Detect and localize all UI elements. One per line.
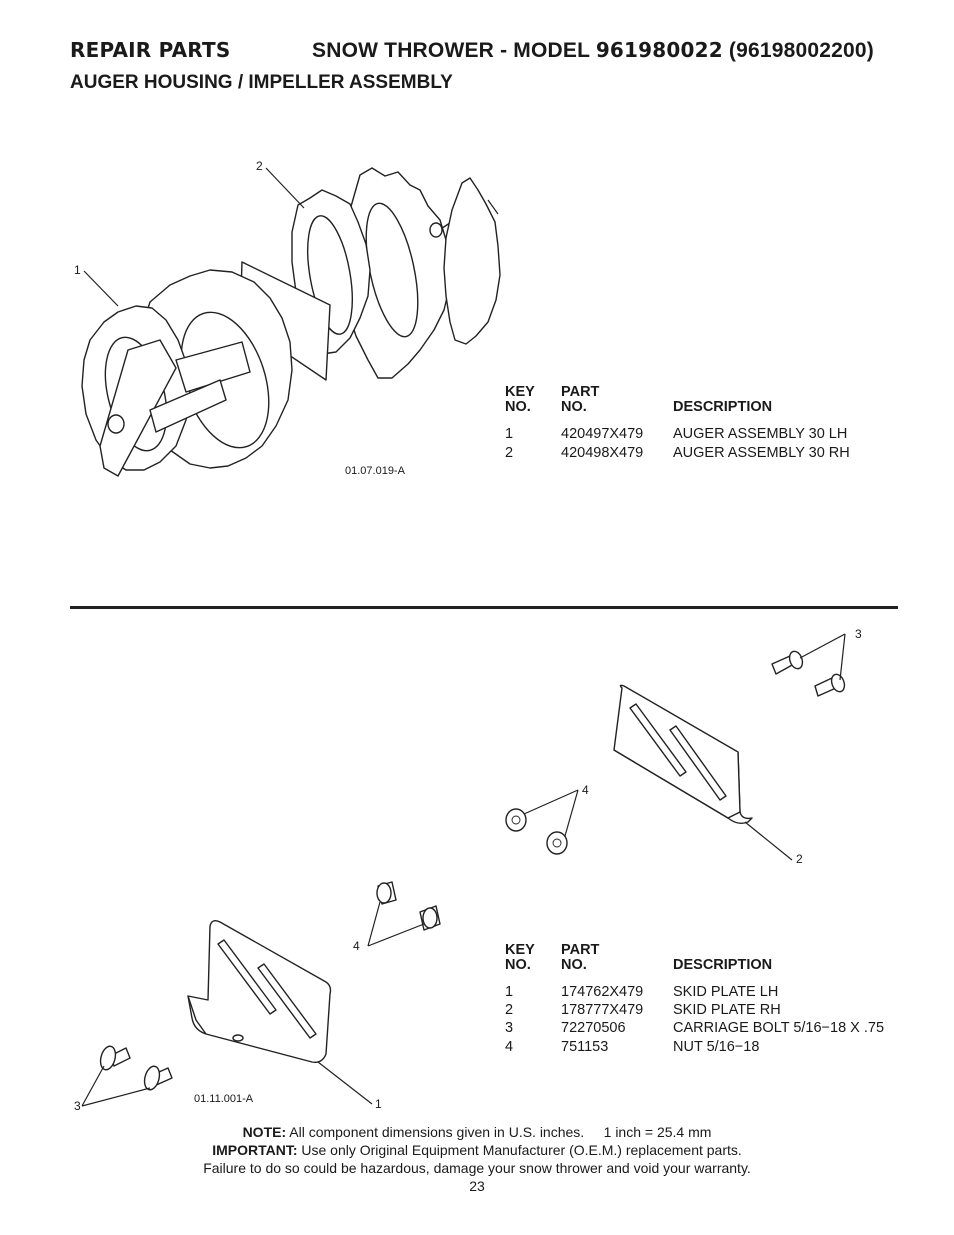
page-header: REPAIR PARTS (70, 38, 230, 63)
key-header-line1: KEY (505, 942, 535, 958)
key-number: 3 (505, 1020, 514, 1036)
product-prefix: SNOW THROWER - MODEL (312, 39, 590, 62)
footer-note: NOTE: All component dimensions given in … (0, 1123, 954, 1141)
section-title: REPAIR PARTS (70, 38, 231, 62)
section-divider (70, 606, 898, 609)
callout-2-skid: 2 (796, 852, 803, 866)
part-description: SKID PLATE RH (673, 1002, 781, 1018)
description-header: DESCRIPTION (673, 399, 773, 415)
footer-important: IMPORTANT: Use only Original Equipment M… (0, 1141, 954, 1159)
footer-warning: Failure to do so could be hazardous, dam… (203, 1160, 751, 1176)
key-number: 2 (505, 445, 514, 461)
auger-assembly-illustration (81, 167, 501, 477)
callout-1-skid: 1 (375, 1097, 382, 1111)
important-text: Use only Original Equipment Manufacturer… (301, 1142, 742, 1158)
part-number: 420498X479 (561, 445, 644, 461)
callout-4-left: 4 (353, 939, 360, 953)
part-description: NUT 5/16−18 (673, 1039, 760, 1055)
note-text: All component dimensions given in U.S. i… (289, 1124, 585, 1140)
part-header-line2: NO. (561, 957, 587, 973)
part-description: AUGER ASSEMBLY 30 LH (673, 426, 848, 442)
part-number: 72270506 (561, 1020, 626, 1036)
callout-4-right: 4 (582, 783, 589, 797)
part-number: 178777X479 (561, 1002, 644, 1018)
part-header-line2: NO. (561, 399, 587, 415)
part-number: 751153 (561, 1039, 609, 1055)
key-header-line2: NO. (505, 399, 531, 415)
important-label: IMPORTANT: (212, 1142, 298, 1158)
key-number: 1 (505, 426, 514, 442)
unit-conversion: 1 inch = 25.4 mm (603, 1124, 712, 1140)
part-header-line1: PART (561, 384, 600, 400)
model-alt-number: (96198002200) (728, 39, 874, 62)
skid-figure-code: 01.11.001-A (194, 1093, 254, 1105)
description-header: DESCRIPTION (673, 957, 773, 973)
callout-3-left: 3 (74, 1099, 81, 1113)
key-number: 4 (505, 1039, 514, 1055)
part-description: CARRIAGE BOLT 5/16−18 X .75 (673, 1020, 885, 1036)
callout-3-right: 3 (855, 627, 862, 641)
auger-parts-table: KEY PART NO. NO. DESCRIPTION 1 420497X47… (505, 384, 905, 484)
skid-parts-table: KEY PART NO. NO. DESCRIPTION 1 174762X47… (505, 942, 925, 1072)
part-number: 420497X479 (561, 426, 644, 442)
key-number: 2 (505, 1002, 514, 1018)
part-description: SKID PLATE LH (673, 984, 779, 1000)
auger-figure-code: 01.07.019-A (345, 465, 405, 477)
callout-2: 2 (256, 159, 263, 173)
note-label: NOTE: (242, 1124, 287, 1140)
product-title: SNOW THROWER - MODEL 961980022 (96198002… (312, 38, 874, 63)
key-header-line1: KEY (505, 384, 535, 400)
part-description: AUGER ASSEMBLY 30 RH (673, 445, 850, 461)
model-number: 961980022 (595, 38, 723, 62)
callout-1: 1 (74, 263, 81, 277)
page-subtitle: AUGER HOUSING / IMPELLER ASSEMBLY (70, 72, 453, 93)
key-number: 1 (505, 984, 514, 1000)
key-header-line2: NO. (505, 957, 531, 973)
part-number: 174762X479 (561, 984, 644, 1000)
page-number: 23 (469, 1178, 485, 1194)
part-header-line1: PART (561, 942, 600, 958)
